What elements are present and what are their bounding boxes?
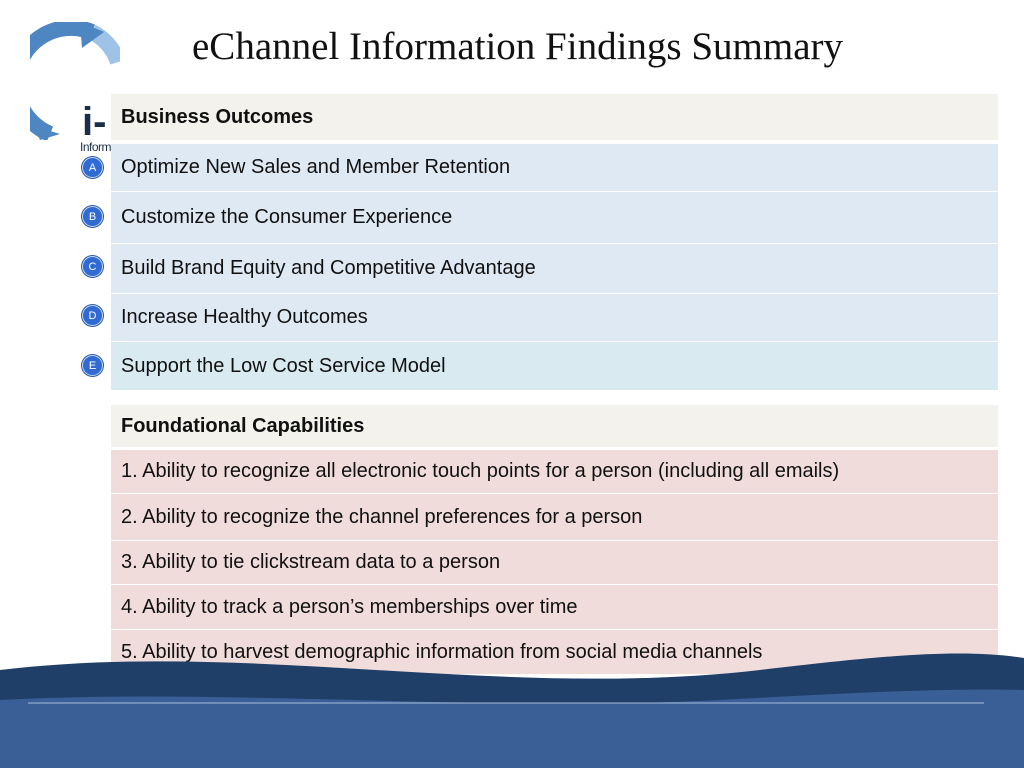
logo-text: Inform [80,140,112,154]
business-outcome-row: Customize the Consumer Experience [111,192,998,244]
badge-b: B [82,206,103,227]
business-outcome-row: Support the Low Cost Service Model [111,342,998,390]
company-logo: i- Inform [7,19,126,154]
page-title: eChannel Information Findings Summary [192,25,844,68]
badge-c: C [82,256,103,277]
business-outcome-row: Optimize New Sales and Member Retention [111,144,998,192]
badge-a: A [82,157,103,178]
foundational-capabilities-header: Foundational Capabilities [111,405,998,447]
business-outcomes-header: Business Outcomes [111,94,998,140]
capability-row: 4. Ability to track a person’s membershi… [111,585,998,630]
logo-mark: i- [82,100,107,144]
business-outcome-row: Build Brand Equity and Competitive Advan… [111,244,998,294]
capability-row: 1. Ability to recognize all electronic t… [111,450,998,494]
badge-d: D [82,305,103,326]
capability-row: 3. Ability to tie clickstream data to a … [111,541,998,585]
capability-row: 2. Ability to recognize the channel pref… [111,494,998,541]
circular-arrow-icon [7,19,126,142]
capability-row: 5. Ability to harvest demographic inform… [111,630,998,675]
badge-e: E [82,355,103,376]
business-outcome-row: Increase Healthy Outcomes [111,294,998,342]
